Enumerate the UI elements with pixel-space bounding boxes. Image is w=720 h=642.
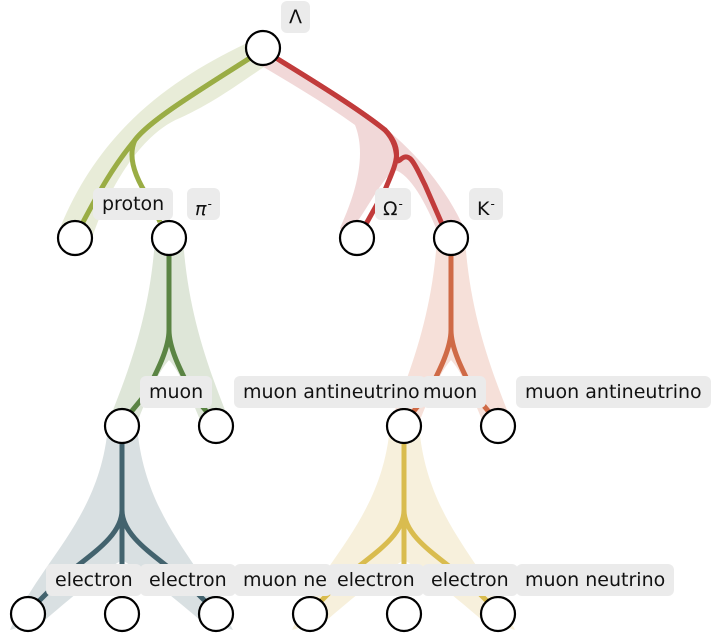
label-electron-2: electron	[140, 564, 236, 596]
label-lambda: Λ	[281, 1, 310, 33]
label-superscript: -	[207, 197, 212, 211]
label-k-minus: K-	[469, 188, 503, 220]
label-proton: proton	[93, 188, 174, 220]
label-text: electron	[55, 569, 133, 591]
label-text: muon neutrino	[525, 569, 666, 591]
node-muon-neutrino-1[interactable]	[197, 595, 235, 633]
label-muon-1: muon	[140, 376, 213, 408]
label-text: electron	[431, 569, 509, 591]
node-muon-2[interactable]	[385, 407, 423, 445]
label-text: muon neutrino	[243, 569, 332, 591]
label-text: muon	[423, 381, 478, 403]
band-lambda-right	[248, 50, 465, 238]
label-pi-minus: π-	[187, 188, 220, 220]
node-lambda[interactable]	[244, 29, 282, 67]
label-text: electron	[337, 569, 415, 591]
node-electron-3[interactable]	[291, 595, 329, 633]
label-text: Ω	[383, 198, 398, 220]
label-text: muon	[149, 381, 204, 403]
label-muon-antineutrino-2: muon antineutrino	[516, 376, 711, 408]
edge-lambda-pi-minus	[129, 55, 252, 224]
band-lambda-left	[60, 44, 278, 238]
label-electron-3: electron	[328, 564, 424, 596]
label-text: electron	[149, 569, 227, 591]
node-electron-1[interactable]	[9, 595, 47, 633]
node-k-minus[interactable]	[432, 219, 470, 257]
label-electron-1: electron	[46, 564, 142, 596]
node-muon-antineutrino-2[interactable]	[479, 407, 517, 445]
node-electron-2[interactable]	[103, 595, 141, 633]
label-muon-neutrino-1: muon neutrino	[234, 564, 332, 596]
label-muon-2: muon	[422, 376, 487, 408]
tree-nodes	[9, 29, 517, 633]
label-text: π	[195, 198, 207, 220]
label-text: muon antineutrino	[243, 381, 420, 403]
node-muon-1[interactable]	[103, 407, 141, 445]
node-pi-minus[interactable]	[150, 219, 188, 257]
edge-lambda-k-minus	[274, 55, 445, 225]
node-muon-neutrino-2[interactable]	[479, 595, 517, 633]
label-text: Λ	[289, 6, 302, 28]
label-text: proton	[102, 193, 165, 215]
node-muon-antineutrino-1[interactable]	[197, 407, 235, 445]
node-proton[interactable]	[56, 219, 94, 257]
label-muon-neutrino-2: muon neutrino	[516, 564, 675, 596]
label-electron-4: electron	[422, 564, 518, 596]
label-text: K	[477, 198, 490, 220]
label-superscript: -	[398, 197, 403, 211]
node-omega-minus[interactable]	[338, 219, 376, 257]
label-superscript: -	[490, 197, 495, 211]
label-text: muon antineutrino	[525, 381, 702, 403]
branch-bands	[10, 44, 515, 630]
label-muon-antineutrino-1: muon antineutrino	[234, 376, 426, 408]
label-omega-minus: Ω-	[375, 188, 411, 220]
node-electron-4[interactable]	[385, 595, 423, 633]
